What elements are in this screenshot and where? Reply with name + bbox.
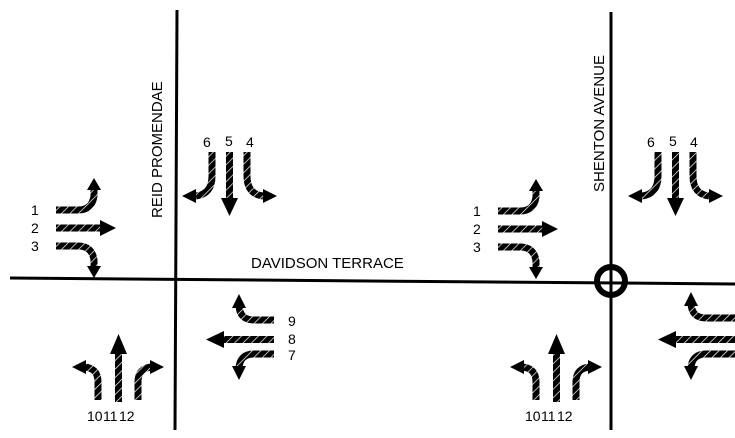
movement-label-2: 2 xyxy=(31,220,39,236)
movement-label-2-right: 2 xyxy=(473,221,481,237)
movement-label-4: 4 xyxy=(246,134,254,150)
south-approach-right-arrows xyxy=(510,334,602,402)
movement-label-8: 8 xyxy=(288,331,296,347)
movement-label-1-right: 1 xyxy=(473,203,481,219)
left-turn-arrow-icon xyxy=(243,152,264,200)
movement-label-11-right: 11 xyxy=(541,408,556,424)
left-turn-arrow-icon xyxy=(498,179,543,211)
left-turn-arrow-icon xyxy=(56,178,101,210)
left-turn-arrow-icon xyxy=(689,152,710,200)
straight-arrow-icon xyxy=(226,152,233,198)
movement-label-12-right: 12 xyxy=(557,408,573,424)
movement-label-11: 11 xyxy=(103,408,118,424)
movement-label-5: 5 xyxy=(225,133,233,149)
right-turn-arrow-icon xyxy=(195,152,216,200)
right-turn-arrow-icon xyxy=(498,247,543,279)
movement-label-6-right: 6 xyxy=(647,134,655,150)
movement-label-12: 12 xyxy=(119,408,135,424)
street-label-shenton-avenue: SHENTON AVENUE xyxy=(591,55,608,192)
movement-label-4-right: 4 xyxy=(690,134,698,150)
straight-arrow-icon xyxy=(56,220,116,236)
east-approach-right-arrows xyxy=(658,292,735,380)
reid-promendae-road xyxy=(173,9,179,431)
movement-label-3: 3 xyxy=(31,238,39,254)
left-turn-arrow-icon xyxy=(521,363,540,400)
movement-label-10: 10 xyxy=(87,408,103,424)
movement-label-10-right: 10 xyxy=(525,408,541,424)
davidson-terrace-road xyxy=(9,276,735,286)
straight-arrow-icon xyxy=(553,352,560,402)
road-lines xyxy=(9,9,735,431)
movement-label-3-right: 3 xyxy=(473,239,481,255)
right-turn-arrow-icon xyxy=(134,363,153,400)
west-approach-left-arrows xyxy=(56,178,116,278)
straight-arrow-icon xyxy=(115,352,122,402)
right-turn-arrow-icon xyxy=(235,305,274,324)
south-approach-left-arrows xyxy=(72,334,164,402)
movement-label-5-right: 5 xyxy=(669,133,677,149)
right-turn-arrow-icon xyxy=(56,246,101,278)
movement-label-9: 9 xyxy=(288,313,296,329)
movement-label-7: 7 xyxy=(288,347,296,363)
straight-arrow-icon xyxy=(676,336,735,343)
street-label-reid-promendae: REID PROMENDAE xyxy=(149,81,166,218)
north-approach-left-arrows xyxy=(182,152,277,216)
right-turn-arrow-icon xyxy=(687,303,735,322)
left-turn-arrow-icon xyxy=(687,350,735,369)
straight-arrow-icon xyxy=(224,336,274,343)
north-approach-right-arrows xyxy=(628,152,723,216)
right-turn-arrow-icon xyxy=(641,152,662,200)
street-label-davidson-terrace: DAVIDSON TERRACE xyxy=(251,255,404,272)
movement-label-1: 1 xyxy=(31,202,39,218)
west-approach-right-arrows xyxy=(498,179,558,279)
straight-arrow-icon xyxy=(498,221,558,237)
right-turn-arrow-icon xyxy=(572,363,591,400)
straight-arrow-icon xyxy=(672,152,679,198)
movement-label-6: 6 xyxy=(203,134,211,150)
left-turn-arrow-icon xyxy=(235,350,274,369)
roundabout-circle-icon xyxy=(594,264,628,298)
east-approach-left-arrows xyxy=(206,294,274,380)
left-turn-arrow-icon xyxy=(83,363,102,400)
